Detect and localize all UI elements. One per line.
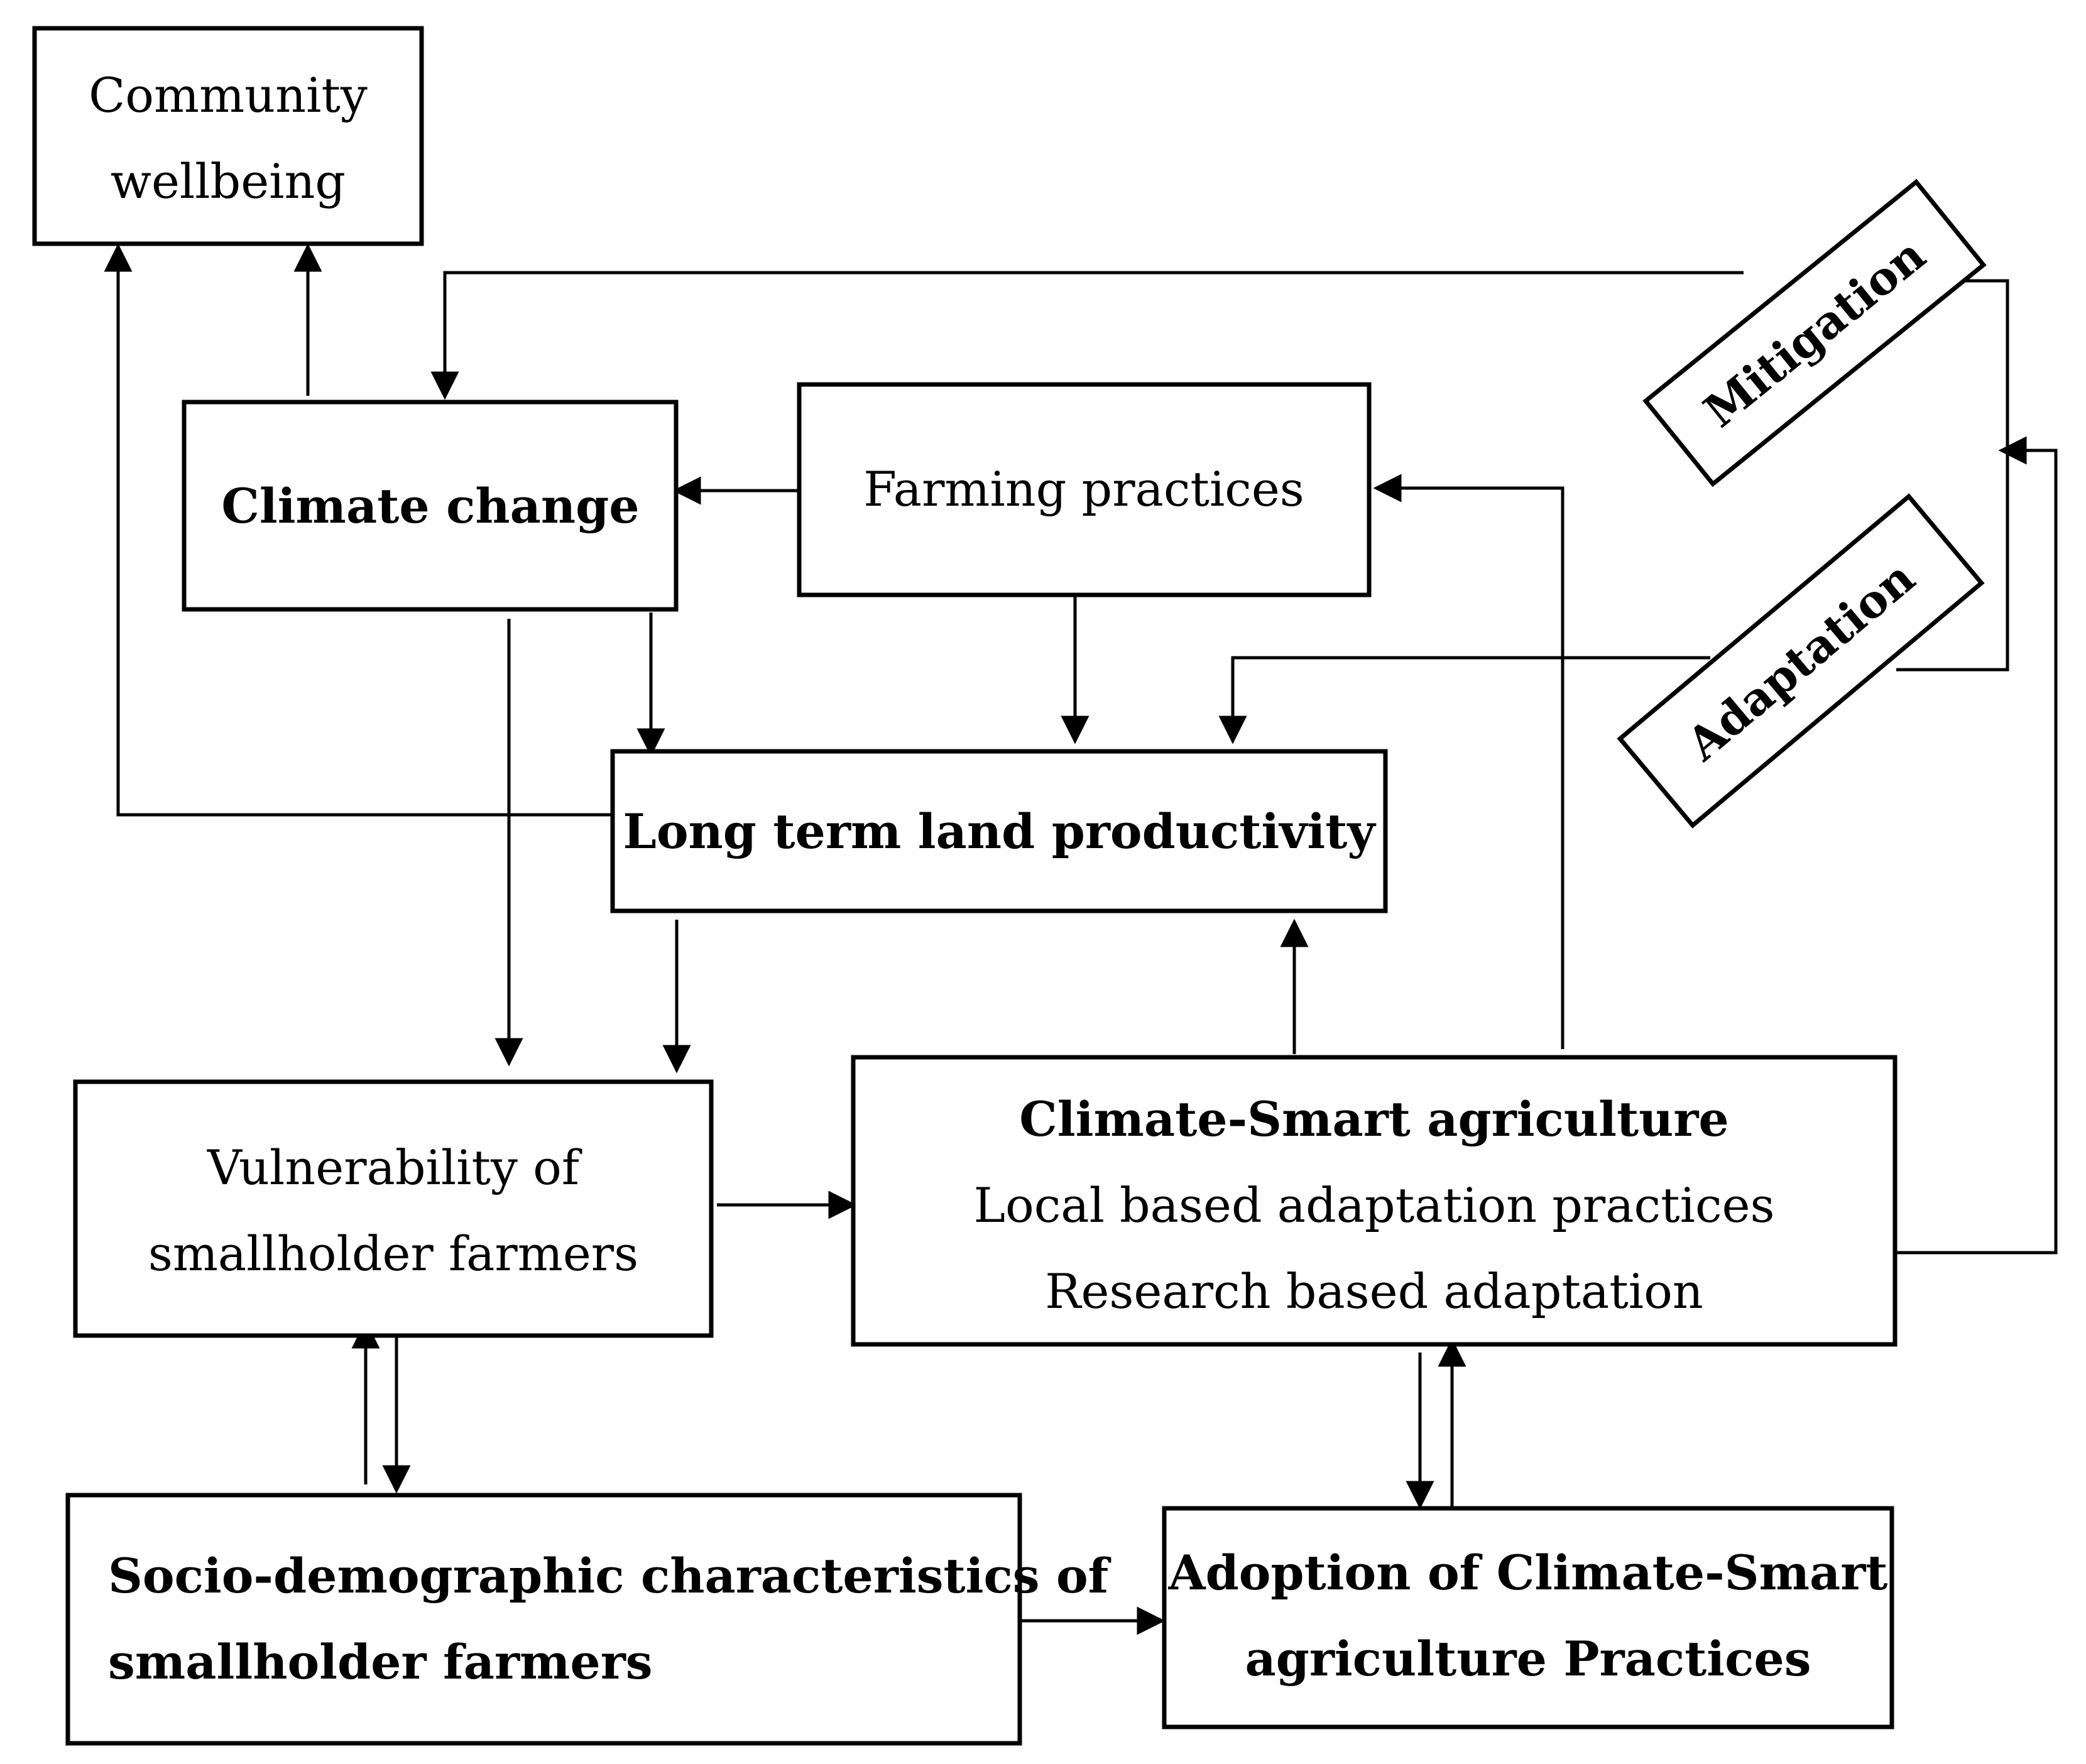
node-socio-demographic: Socio-demographic characteristics of sma… [65,1493,1111,1746]
socio-line1: Socio-demographic characteristics of [108,1548,1111,1604]
edge-mitigation-to-climate [430,271,1744,400]
adoption-line1: Adoption of Climate-Smart [1168,1545,1888,1601]
node-community-wellbeing: Community wellbeing [32,26,424,246]
land-productivity-label: Long term land productivity [623,803,1376,859]
node-climate-change: Climate change [182,400,679,612]
csa-line3: Research based adaptation [1045,1263,1703,1319]
node-vulnerability: Vulnerability of smallholder farmers [73,1079,714,1338]
node-long-term-land-productivity: Long term land productivity [610,749,1388,913]
edge-adaptation-to-land [1218,656,1710,744]
community-line1: Community [89,67,368,123]
socio-line2: smallholder farmers [108,1634,653,1690]
climate-change-label: Climate change [221,478,639,534]
vulnerability-line2: smallholder farmers [148,1226,638,1282]
vulnerability-line1: Vulnerability of [207,1140,582,1195]
csa-title: Climate-Smart agriculture [1019,1091,1729,1147]
edge-csa-to-mitigation-adaptation [1896,436,2058,1255]
node-climate-smart-agriculture: Climate-Smart agriculture Local based ad… [851,1055,1898,1347]
edge-land-to-community [104,243,613,817]
farming-practices-label: Farming practices [863,461,1304,517]
node-mitigation: Mitigation [1642,178,1987,487]
edge-csa-to-farming [1373,474,1564,1049]
node-adaptation: Adaptation [1617,493,1985,829]
node-adoption-csa: Adoption of Climate-Smart agriculture Pr… [1162,1506,1894,1729]
community-line2: wellbeing [111,153,346,209]
node-farming-practices: Farming practices [797,382,1372,597]
csa-line2: Local based adaptation practices [973,1177,1774,1233]
edges [104,243,2058,1635]
adoption-line2: agriculture Practices [1245,1631,1811,1687]
